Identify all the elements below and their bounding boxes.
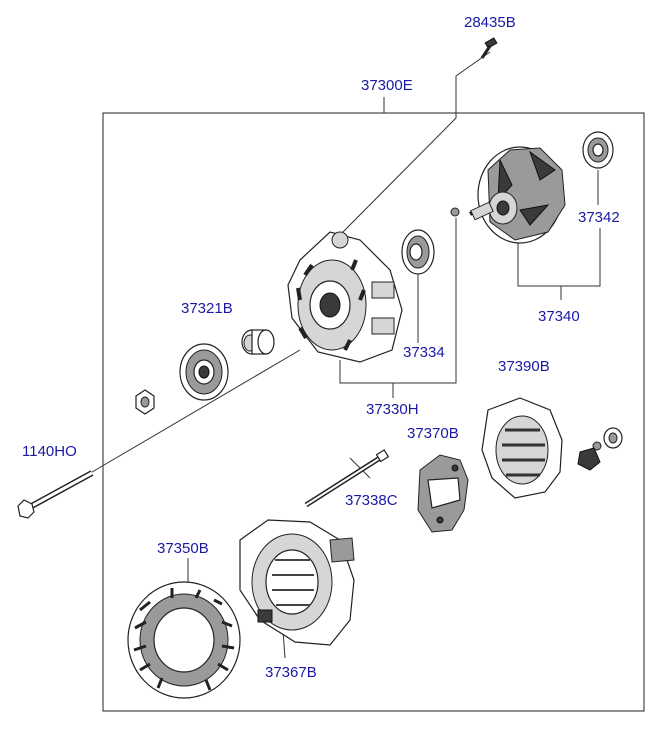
label-37334[interactable]: 37334 bbox=[403, 344, 445, 361]
screw-small bbox=[450, 207, 460, 217]
bearing-37334 bbox=[401, 229, 435, 275]
assembly-frame bbox=[102, 112, 645, 712]
label-37338c[interactable]: 37338C bbox=[345, 492, 398, 509]
rotor-37340 bbox=[469, 146, 566, 244]
nut bbox=[135, 389, 155, 415]
bolt-28435b bbox=[480, 37, 498, 59]
front-housing-37330h bbox=[287, 231, 403, 363]
label-37350b[interactable]: 37350B bbox=[157, 540, 209, 557]
terminal-parts bbox=[577, 427, 623, 471]
label-1140ho[interactable]: 1140HO bbox=[22, 443, 77, 460]
label-37390b[interactable]: 37390B bbox=[498, 358, 550, 375]
spacer bbox=[241, 329, 275, 355]
pulley-37321b bbox=[179, 343, 229, 401]
bearing-37342 bbox=[582, 131, 614, 169]
through-bolt-37338c bbox=[304, 449, 390, 508]
rear-cover-37390b bbox=[481, 397, 563, 499]
stator-37350b bbox=[127, 581, 241, 699]
label-28435b[interactable]: 28435B bbox=[464, 14, 516, 31]
label-37330h[interactable]: 37330H bbox=[366, 401, 419, 418]
label-37340[interactable]: 37340 bbox=[538, 308, 580, 325]
label-37367b[interactable]: 37367B bbox=[265, 664, 317, 681]
label-37300e[interactable]: 37300E bbox=[361, 77, 413, 94]
bolt-1140ho bbox=[17, 470, 94, 519]
label-37370b[interactable]: 37370B bbox=[407, 425, 459, 442]
label-37321b[interactable]: 37321B bbox=[181, 300, 233, 317]
rear-housing-37367b bbox=[239, 519, 355, 646]
regulator-37370b bbox=[417, 454, 469, 533]
label-37342[interactable]: 37342 bbox=[578, 209, 620, 226]
